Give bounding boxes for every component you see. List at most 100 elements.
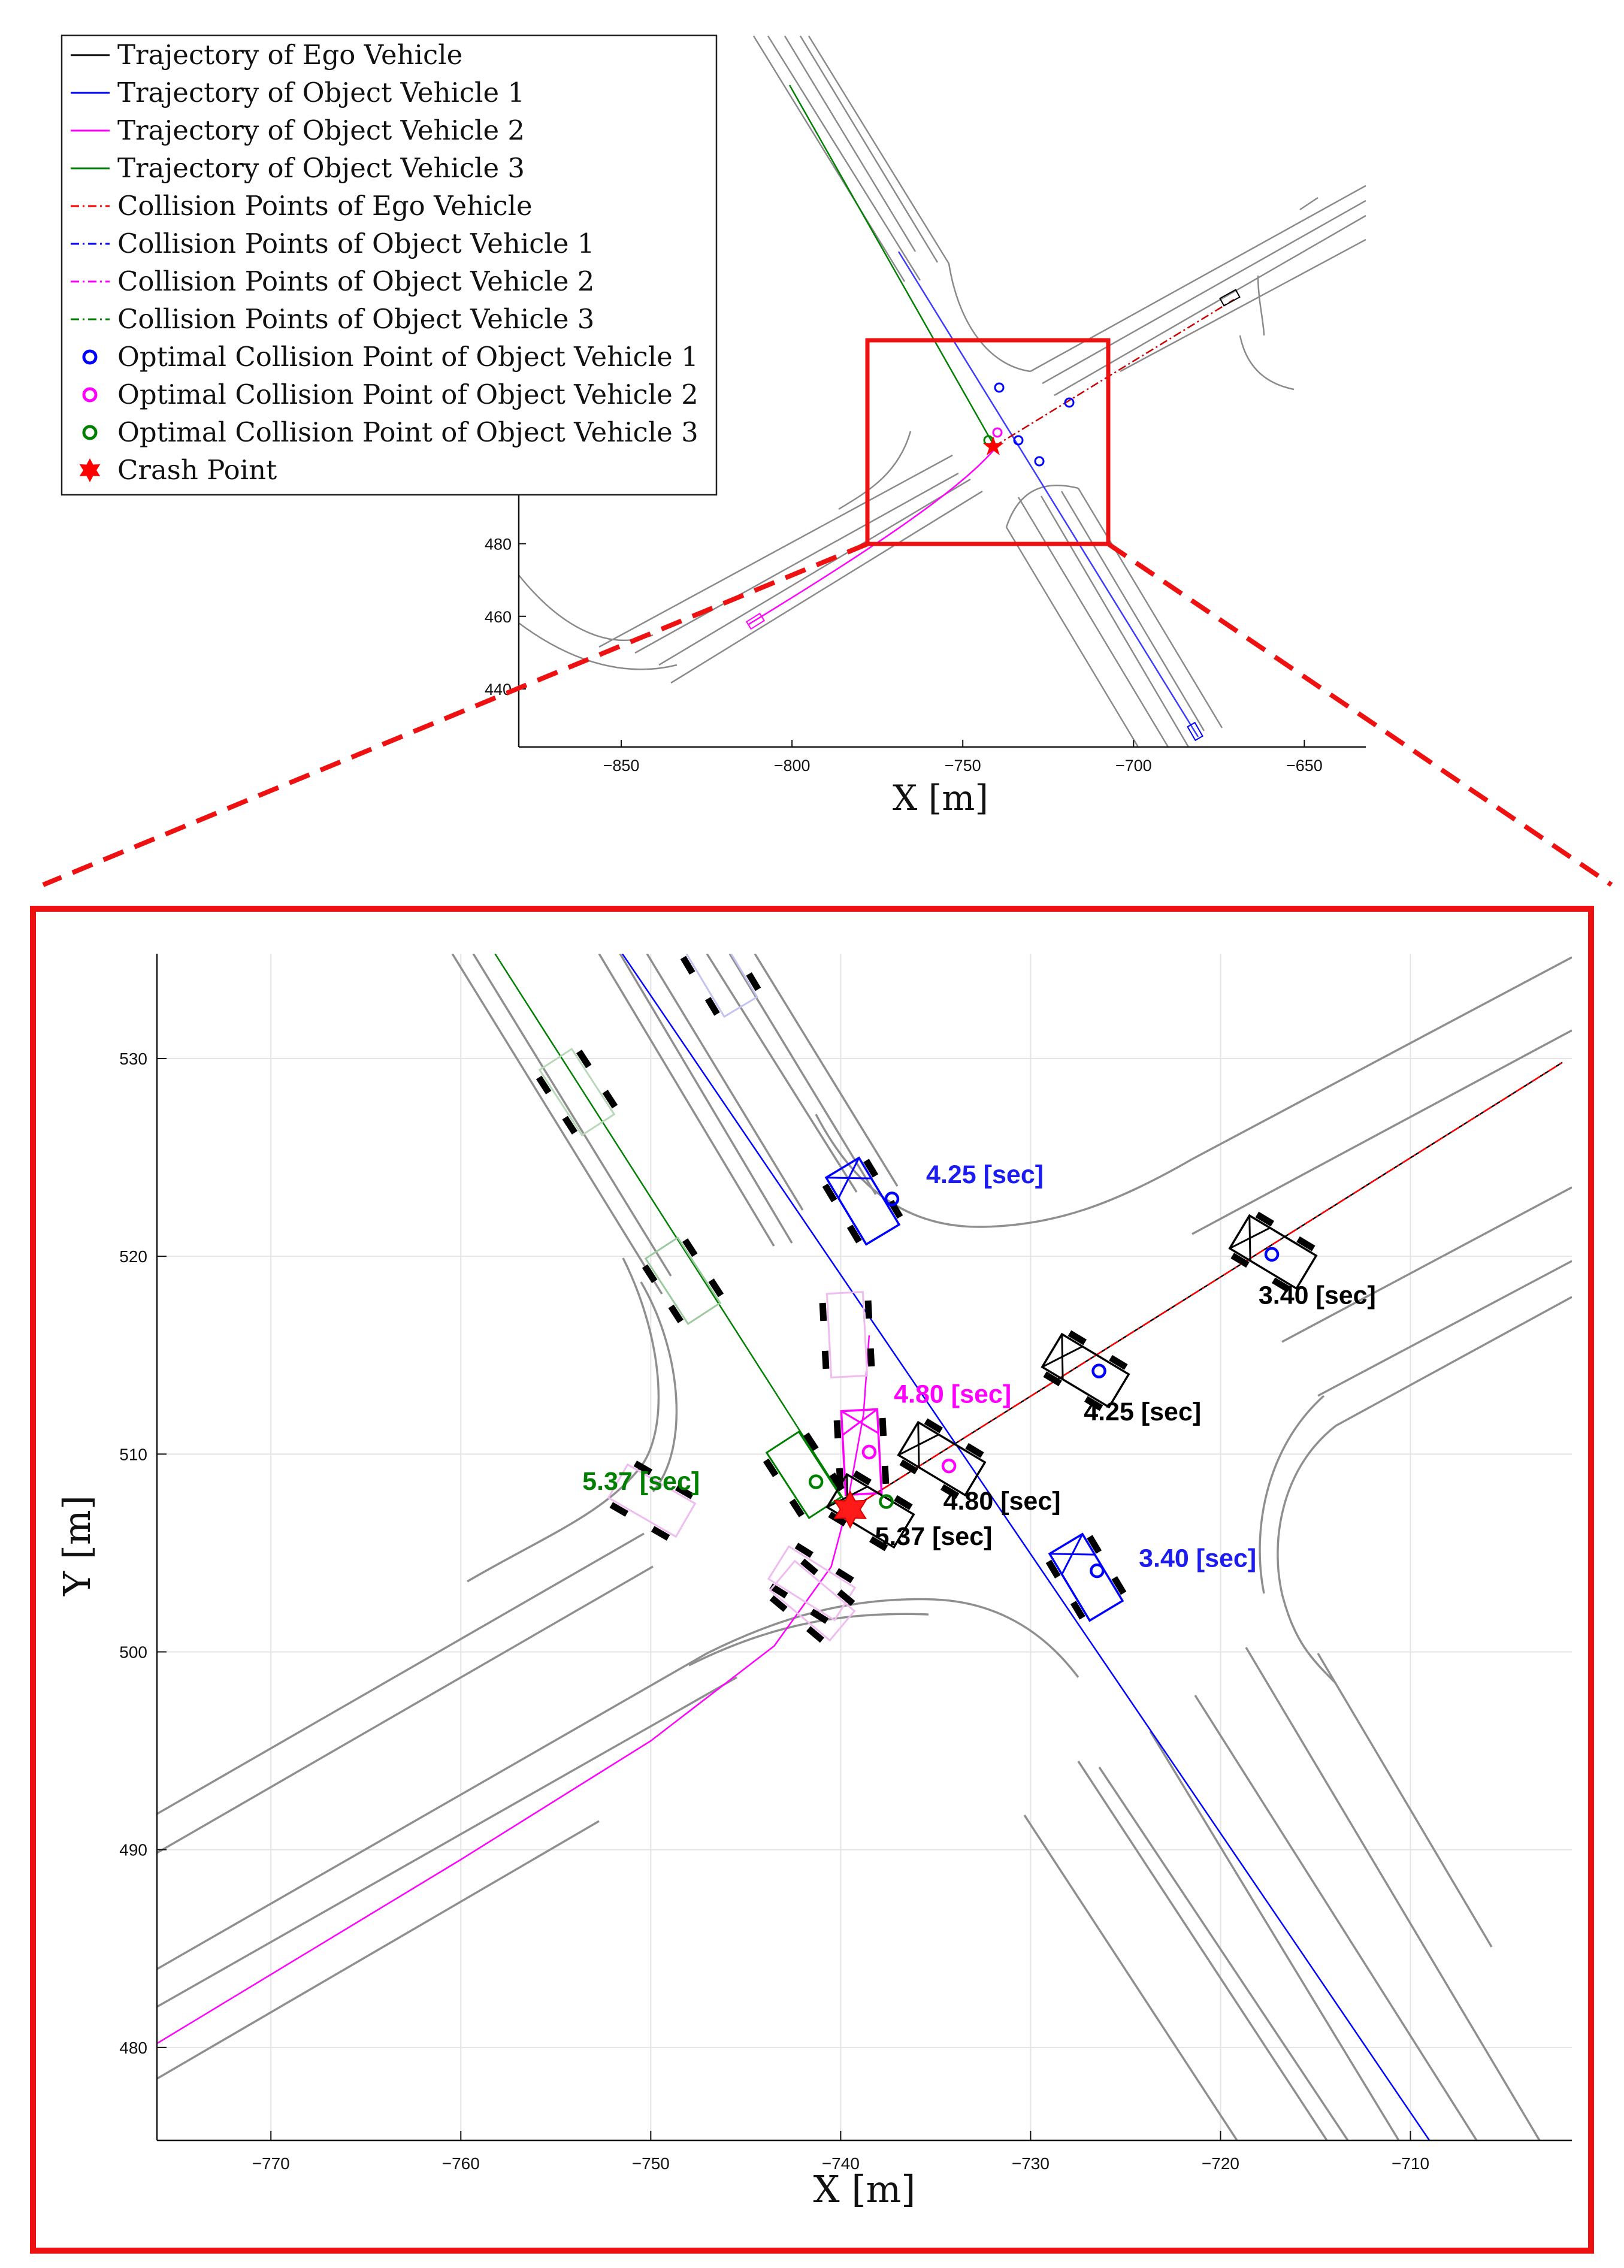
overview-zoom-box: [865, 338, 1111, 546]
legend-entry: Collision Points of Object Vehicle 1: [71, 228, 594, 259]
zoom-connector-right: [1106, 542, 1613, 887]
optimal-collision-point-marker: [1091, 1363, 1106, 1378]
legend-swatch-circle: [82, 349, 98, 365]
legend-entry: Collision Points of Ego Vehicle: [71, 190, 533, 222]
zoom-y-tick-label: 530: [119, 1050, 147, 1068]
zoom-x-tick-label: −730: [1012, 2154, 1050, 2173]
overview-x-tick-label: −800: [774, 757, 811, 775]
legend-label: Trajectory of Object Vehicle 3: [117, 152, 525, 184]
legend-label: Crash Point: [117, 454, 277, 486]
time-annotation: 4.25 [sec]: [926, 1160, 1044, 1189]
trajectory-line: [494, 954, 851, 1510]
legend-swatch-circle: [82, 387, 98, 403]
overview-trajectory-object-vehicle-1: [897, 251, 1199, 737]
object-vehicle-2-box: [769, 1558, 856, 1643]
legend-label: Collision Points of Ego Vehicle: [117, 190, 533, 222]
zoom-x-tick-label: −720: [1202, 2154, 1239, 2173]
time-annotation: 3.40 [sec]: [1259, 1281, 1376, 1310]
zoom-x-tick-label: −770: [252, 2154, 290, 2173]
object-vehicle-3-box: [642, 1236, 724, 1326]
legend-label: Trajectory of Ego Vehicle: [117, 39, 462, 71]
time-annotation: 4.25 [sec]: [1084, 1398, 1201, 1426]
overview-trajectory-object-vehicle-2: [748, 449, 995, 625]
zoom-connector-left: [42, 542, 869, 887]
time-annotation: 4.80 [sec]: [943, 1487, 1061, 1516]
overview-x-tick-label: −750: [945, 757, 981, 775]
legend-entry: Optimal Collision Point of Object Vehicl…: [82, 341, 698, 373]
overview-x-tick-label: −700: [1115, 757, 1152, 775]
overview-trajectories: [745, 84, 1241, 742]
optimal-collision-point-marker: [1264, 1247, 1280, 1262]
optimal-collision-point-marker: [1090, 1563, 1105, 1578]
zoom-x-tick-marks: −770−760−750−740−730−720−710: [252, 2131, 1429, 2173]
zoom-x-tick-label: −750: [632, 2154, 670, 2173]
legend-entry: Crash Point: [79, 454, 277, 486]
trajectory-line: [157, 1335, 870, 2045]
overview-trajectory-object-vehicle-3: [788, 84, 996, 447]
zoom-plot: −770−760−750−740−730−720−710 48049050051…: [55, 954, 1572, 2211]
overview-ego-vehicle-box: [1219, 289, 1241, 307]
overview-x-tick-label: −650: [1286, 757, 1323, 775]
legend-label: Collision Points of Object Vehicle 3: [117, 303, 594, 335]
overview-collision-marker: [1034, 456, 1045, 467]
optimal-collision-point-marker: [808, 1474, 824, 1489]
legend-entry: Trajectory of Object Vehicle 2: [71, 114, 525, 146]
legend-label: Optimal Collision Point of Object Vehicl…: [117, 341, 698, 373]
ego-vehicle-box: [1041, 1330, 1130, 1411]
zoom-x-axis-title: X [m]: [813, 2167, 915, 2211]
optimal-collision-point-marker: [884, 1192, 900, 1206]
zoom-y-tick-label: 500: [119, 1643, 147, 1661]
zoom-y-tick-label: 520: [119, 1247, 147, 1266]
zoom-grid: [157, 954, 1572, 2140]
legend-entry: Trajectory of Ego Vehicle: [71, 39, 462, 71]
legend-label: Trajectory of Object Vehicle 1: [117, 77, 525, 108]
overview-collision-marker: [992, 427, 1003, 438]
legend-entry: Trajectory of Object Vehicle 3: [71, 152, 525, 184]
zoom-y-tick-label: 510: [119, 1445, 147, 1463]
time-annotation: 5.37 [sec]: [582, 1467, 700, 1496]
legend-entry: Collision Points of Object Vehicle 3: [71, 303, 594, 335]
zoom-panel-frame: [30, 906, 1594, 2254]
time-annotation: 4.80 [sec]: [894, 1380, 1011, 1408]
legend-entry: Trajectory of Object Vehicle 1: [71, 77, 525, 108]
overview-collision-marker: [994, 382, 1005, 393]
optimal-collision-point-marker: [879, 1494, 894, 1509]
legend-swatch-star: [79, 458, 101, 482]
object-vehicle-3-box: [536, 1047, 618, 1137]
legend-box: [61, 34, 718, 496]
time-annotation: 5.37 [sec]: [875, 1522, 992, 1551]
object-vehicle-2-box: [833, 1408, 890, 1496]
overview-crash-point-marker: [983, 436, 1003, 455]
overview-trajectory-ego-vehicle: [994, 298, 1235, 447]
overview-x-tick-label: −850: [603, 757, 640, 775]
zoom-x-tick-label: −710: [1392, 2154, 1429, 2173]
object-vehicle-3-snapshots: [536, 1047, 845, 1520]
zoom-road-network: [157, 954, 1572, 2140]
crash-point-marker: [833, 1490, 867, 1529]
overview-collision-marker: [1064, 397, 1075, 408]
zoom-y-axis-title: Y [m]: [55, 1495, 99, 1596]
overview-y-tick-marks: 440 460 480: [485, 536, 526, 698]
overview-y-tick-label: 480: [485, 536, 512, 554]
legend-label: Trajectory of Object Vehicle 2: [117, 114, 525, 146]
object-vehicle-3-box: [763, 1430, 845, 1520]
overview-object-vehicle-1-box: [1187, 721, 1203, 742]
overview-y-tick-label: 460: [485, 608, 512, 626]
overview-y-tick-label: 440: [485, 681, 512, 698]
legend-entry: Optimal Collision Point of Object Vehicl…: [82, 416, 698, 448]
object-vehicle-2-box: [607, 1460, 697, 1541]
legend-swatch-circle: [82, 425, 98, 440]
legend-entry: Optimal Collision Point of Object Vehicl…: [82, 379, 698, 410]
legend-label: Optimal Collision Point of Object Vehicl…: [117, 416, 698, 448]
legend-label: Collision Points of Object Vehicle 2: [117, 265, 594, 297]
time-annotations: 4.25 [sec] 3.40 [sec] 4.80 [sec] 4.25 [sec]…: [582, 1160, 1376, 1573]
legend-label: Collision Points of Object Vehicle 1: [117, 228, 594, 259]
object-vehicle-1-box: [680, 954, 761, 1018]
zoom-y-tick-label: 490: [119, 1841, 147, 1859]
object-vehicle-1-box: [822, 1156, 903, 1246]
legend-label: Optimal Collision Point of Object Vehicl…: [117, 379, 698, 410]
legend-entry: Collision Points of Object Vehicle 2: [71, 265, 594, 297]
trajectory-line: [621, 954, 1431, 2140]
time-annotation: 3.40 [sec]: [1139, 1544, 1256, 1573]
